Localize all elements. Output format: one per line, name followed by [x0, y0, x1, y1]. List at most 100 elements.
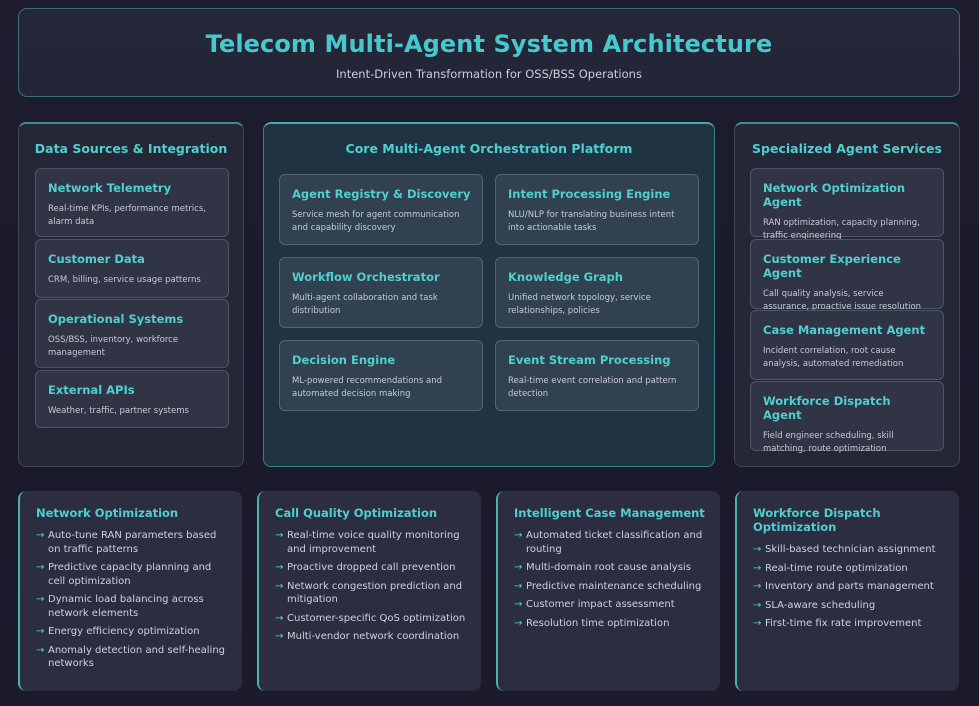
arrow-right-icon: → — [36, 626, 45, 637]
card-description: ML-powered recommendations and automated… — [292, 376, 442, 399]
list-item: →Proactive dropped call prevention — [275, 562, 456, 573]
usecase-list: →Auto-tune RAN parameters based on traff… — [36, 529, 230, 671]
arrow-right-icon: → — [753, 599, 762, 611]
panel-title: Core Multi-Agent Orchestration Platform — [345, 141, 633, 156]
card-description: CRM, billing, service usage patterns — [48, 275, 201, 285]
source-card-customer-data: Customer Data CRM, billing, service usag… — [35, 239, 229, 298]
list-item: →Predictive capacity planning and cell o… — [36, 562, 212, 587]
card-title: Decision Engine — [292, 353, 396, 367]
card-title: Intent Processing Engine — [508, 187, 671, 201]
card-title: Agent Registry & Discovery — [292, 187, 471, 201]
arrow-right-icon: → — [275, 562, 284, 573]
arrow-right-icon: → — [753, 618, 762, 629]
agent-card-workforce-dispatch: Workforce Dispatch Agent Field engineer … — [750, 381, 944, 454]
arrow-right-icon: → — [36, 644, 45, 656]
agent-card-case-management: Case Management Agent Incident correlati… — [750, 310, 944, 380]
card-title: Case Management Agent — [763, 323, 926, 337]
list-item: →Automated ticket classification and rou… — [514, 530, 703, 555]
card-title: External APIs — [48, 383, 135, 397]
card-description: Unified network topology, service relati… — [508, 293, 651, 316]
arrow-right-icon: → — [275, 530, 284, 541]
agent-card-customer-experience: Customer Experience Agent Call quality a… — [750, 239, 944, 312]
list-item: →Dynamic load balancing across network e… — [36, 594, 204, 619]
arrow-right-icon: → — [514, 562, 523, 573]
arrow-right-icon: → — [514, 599, 523, 610]
card-description: Real-time event correlation and pattern … — [508, 376, 677, 399]
core-platform-panel: Core Multi-Agent Orchestration Platform … — [263, 122, 715, 467]
usecase-title: Workforce Dispatch Optimization — [753, 506, 881, 534]
list-item: →Inventory and parts management — [753, 581, 934, 592]
list-item: →Resolution time optimization — [514, 617, 670, 629]
list-item: →SLA-aware scheduling — [753, 599, 876, 611]
source-card-operational-systems: Operational Systems OSS/BSS, inventory, … — [35, 299, 229, 368]
list-item: →Anomaly detection and self-healing netw… — [36, 644, 226, 670]
list-item: →Network congestion prediction and mitig… — [275, 580, 463, 606]
panel-title: Data Sources & Integration — [34, 141, 228, 156]
arrow-right-icon: → — [514, 580, 523, 592]
source-card-network-telemetry: Network Telemetry Real-time KPIs, perfor… — [35, 168, 229, 237]
usecase-workforce-dispatch: Workforce Dispatch Optimization →Skill-b… — [735, 491, 959, 691]
arrow-right-icon: → — [275, 612, 284, 624]
card-description: Call quality analysis, service assurance… — [763, 289, 922, 312]
usecase-title: Intelligent Case Management — [514, 506, 705, 520]
card-description: RAN optimization, capacity planning, tra… — [763, 218, 920, 241]
panel-title: Specialized Agent Services — [752, 141, 942, 156]
card-description: Weather, traffic, partner systems — [48, 406, 189, 416]
card-title: Operational Systems — [48, 312, 184, 326]
core-card-event-stream: Event Stream Processing Real-time event … — [495, 340, 699, 411]
card-title: Workflow Orchestrator — [292, 270, 440, 284]
usecase-call-quality: Call Quality Optimization →Real-time voi… — [257, 491, 481, 691]
arrow-right-icon: → — [753, 544, 762, 555]
usecase-title: Call Quality Optimization — [275, 506, 438, 520]
usecase-list: →Real-time voice quality monitoring and … — [275, 529, 469, 644]
arrow-right-icon: → — [275, 580, 284, 592]
card-title: Network Telemetry — [48, 181, 172, 195]
arrow-right-icon: → — [36, 594, 45, 605]
list-item: →Predictive maintenance scheduling — [514, 580, 702, 592]
core-card-intent-engine: Intent Processing Engine NLU/NLP for tra… — [495, 174, 699, 245]
usecase-list: →Automated ticket classification and rou… — [514, 529, 708, 630]
card-title: Customer Experience Agent — [763, 252, 901, 280]
page-subtitle: Intent-Driven Transformation for OSS/BSS… — [336, 67, 642, 81]
list-item: →Auto-tune RAN parameters based on traff… — [36, 530, 217, 555]
list-item: →First-time fix rate improvement — [753, 618, 922, 629]
card-description: Field engineer scheduling, skill matchin… — [763, 431, 894, 454]
card-title: Network Optimization Agent — [763, 181, 906, 209]
list-item: →Skill-based technician assignment — [753, 544, 936, 555]
arrow-right-icon: → — [514, 530, 523, 541]
card-description: NLU/NLP for translating business intent … — [508, 210, 675, 233]
card-description: Real-time KPIs, performance metrics, ala… — [48, 204, 206, 227]
arrow-right-icon: → — [753, 581, 762, 592]
list-item: →Real-time voice quality monitoring and … — [275, 530, 460, 555]
card-title: Event Stream Processing — [508, 353, 671, 367]
usecase-network-optimization: Network Optimization →Auto-tune RAN para… — [18, 491, 242, 691]
card-description: Incident correlation, root cause analysi… — [763, 346, 904, 369]
agent-services-panel: Specialized Agent Services Network Optim… — [734, 122, 960, 467]
page-title: Telecom Multi-Agent System Architecture — [205, 30, 773, 58]
arrow-right-icon: → — [514, 617, 523, 629]
source-card-external-apis: External APIs Weather, traffic, partner … — [35, 370, 229, 428]
core-card-decision-engine: Decision Engine ML-powered recommendatio… — [279, 340, 483, 411]
core-card-agent-registry: Agent Registry & Discovery Service mesh … — [279, 174, 483, 245]
list-item: →Real-time route optimization — [753, 562, 908, 574]
arrow-right-icon: → — [753, 562, 762, 574]
card-title: Customer Data — [48, 252, 145, 266]
arrow-right-icon: → — [36, 530, 45, 541]
header-banner: Telecom Multi-Agent System Architecture … — [18, 8, 960, 97]
usecase-case-management: Intelligent Case Management →Automated t… — [496, 491, 720, 691]
usecase-list: →Skill-based technician assignment →Real… — [753, 543, 947, 631]
card-title: Workforce Dispatch Agent — [763, 394, 891, 422]
data-sources-panel: Data Sources & Integration Network Telem… — [18, 122, 244, 467]
usecase-title: Network Optimization — [36, 506, 179, 520]
card-description: Multi-agent collaboration and task distr… — [292, 293, 438, 316]
card-description: Service mesh for agent communication and… — [292, 210, 460, 233]
list-item: →Customer-specific QoS optimization — [275, 612, 466, 624]
list-item: →Energy efficiency optimization — [36, 626, 200, 637]
agent-card-network-optimization: Network Optimization Agent RAN optimizat… — [750, 168, 944, 241]
list-item: →Multi-vendor network coordination — [275, 631, 460, 642]
core-card-workflow-orchestrator: Workflow Orchestrator Multi-agent collab… — [279, 257, 483, 328]
card-title: Knowledge Graph — [508, 270, 623, 284]
arrow-right-icon: → — [275, 631, 284, 642]
list-item: →Multi-domain root cause analysis — [514, 562, 691, 573]
card-description: OSS/BSS, inventory, workforce management — [48, 335, 179, 358]
